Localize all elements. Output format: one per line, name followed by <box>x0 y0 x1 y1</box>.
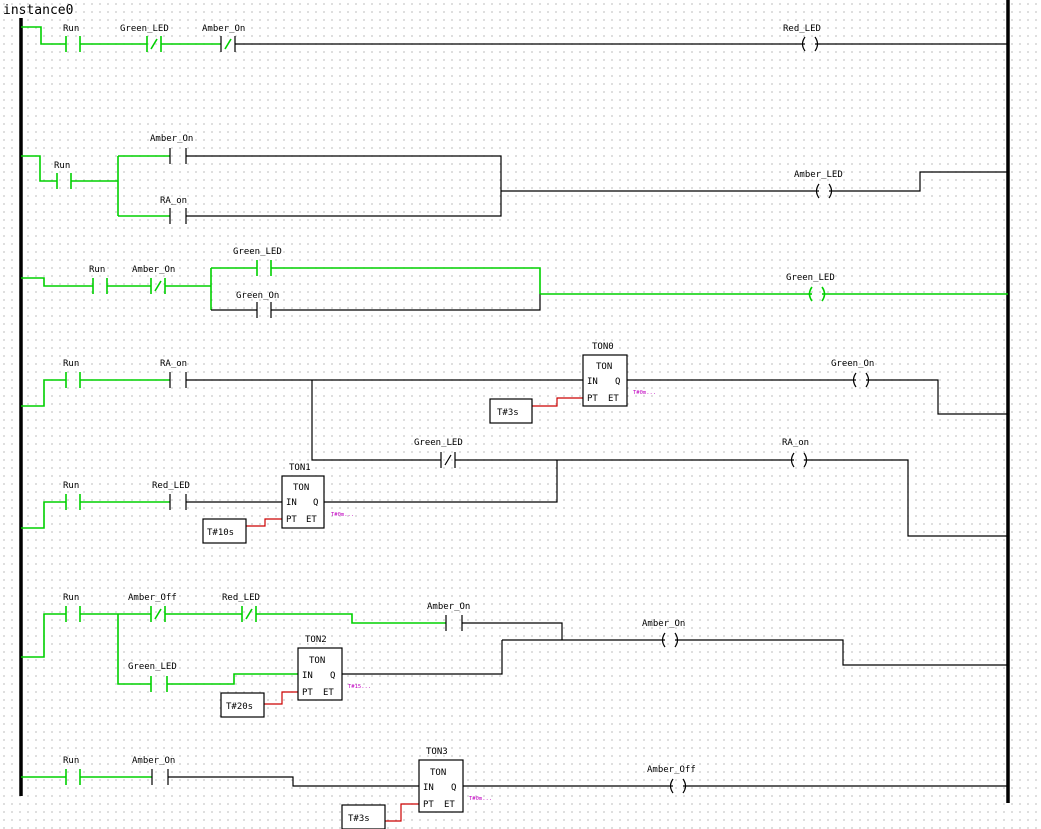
timer-pt-pin: PT <box>423 800 434 810</box>
timer-in-pin: IN <box>423 783 434 793</box>
rung-4: Run RA_on Green_On <box>21 359 1008 461</box>
contact-label: Green_On <box>236 291 279 301</box>
timer-et-pin: ET <box>444 800 455 810</box>
contact-label: Amber_On <box>132 756 175 766</box>
contact-label: Green_LED <box>233 247 282 257</box>
timer-preset: T#3s <box>497 408 519 418</box>
rung-6: Run Amber_Off Red_LED Amber_On Amber_On … <box>21 593 1008 705</box>
timer-et-pin: ET <box>323 688 334 698</box>
contact-label: RA_on <box>160 359 187 369</box>
coil-label: RA_on <box>782 438 809 448</box>
contact-label: Green_LED <box>120 24 169 34</box>
contact-label: Red_LED <box>222 593 260 603</box>
coil-label: Amber_Off <box>647 765 696 775</box>
contact-label: RA_on <box>160 196 187 206</box>
contact-label: Amber_On <box>150 134 193 144</box>
instance-title: instance0 <box>3 3 73 18</box>
timer-preset: T#20s <box>226 702 253 712</box>
timer-type: TON <box>430 768 446 778</box>
timer-ton2: TON2 TON IN Q PT ET T#15... T#20s <box>220 635 371 718</box>
timer-in-pin: IN <box>587 377 598 387</box>
timer-ton0: TON0 TON IN Q PT ET T#0m... T#3s <box>489 342 656 424</box>
contact-label: Amber_On <box>132 265 175 275</box>
coil-label: Green_LED <box>786 273 835 283</box>
contact-label: Run <box>63 359 79 369</box>
timer-pt-pin: PT <box>286 515 297 525</box>
coil-label: Amber_On <box>642 619 685 629</box>
timer-instance: TON3 <box>426 747 448 757</box>
contact-label: Green_LED <box>128 662 177 672</box>
contact-label: Red_LED <box>152 481 190 491</box>
rung-2: Amber_On Run RA_on Amber_LED <box>21 134 1008 224</box>
contact-label: Run <box>63 756 79 766</box>
timer-q-pin: Q <box>451 783 456 793</box>
rung-3: Green_LED Run Amber_On Green_On Green_LE… <box>21 247 1008 318</box>
timer-instance: TON1 <box>289 463 311 473</box>
timer-q-pin: Q <box>615 377 620 387</box>
coil-label: Green_On <box>831 359 874 369</box>
contact-label: Run <box>54 161 70 171</box>
coil-label: Amber_LED <box>794 170 843 180</box>
timer-ton1: TON1 TON IN Q PT ET T#0m... T#10s <box>202 463 354 544</box>
timer-preset: T#10s <box>207 528 234 538</box>
timer-instance: TON2 <box>305 635 327 645</box>
timer-q-pin: Q <box>313 498 318 508</box>
rung-5: Green_LED RA_on Run Red_LED <box>21 438 1008 537</box>
timer-in-pin: IN <box>286 498 297 508</box>
timer-elapsed: T#0m... <box>633 390 656 396</box>
contact-label: Run <box>63 481 79 491</box>
contact-label: Amber_On <box>202 24 245 34</box>
timer-type: TON <box>293 483 309 493</box>
contact-label: Green_LED <box>414 438 463 448</box>
timer-type: TON <box>596 362 612 372</box>
coil-label: Red_LED <box>783 24 821 34</box>
timer-type: TON <box>309 656 325 666</box>
contact-label: Run <box>89 265 105 275</box>
timer-instance: TON0 <box>592 342 614 352</box>
timer-elapsed: T#0m... <box>469 796 492 802</box>
timer-pt-pin: PT <box>302 688 313 698</box>
timer-q-pin: Q <box>330 671 335 681</box>
timer-elapsed: T#0m... <box>331 512 354 518</box>
contact-label: Amber_Off <box>128 593 177 603</box>
rung-1: Run Green_LED Amber_On Red_LED <box>21 24 1008 52</box>
rung-7: Run Amber_On Amber_Off <box>21 756 1008 822</box>
timer-pt-pin: PT <box>587 394 598 404</box>
contact-label: Amber_On <box>427 602 470 612</box>
timer-ton3: TON3 TON IN Q PT ET T#0m... T#3s <box>341 747 492 829</box>
timer-et-pin: ET <box>608 394 619 404</box>
contact-label: Run <box>63 593 79 603</box>
timer-et-pin: ET <box>306 515 317 525</box>
timer-in-pin: IN <box>302 671 313 681</box>
timer-elapsed: T#15... <box>348 684 371 690</box>
timer-preset: T#3s <box>348 814 370 824</box>
contact-label: Run <box>63 24 79 34</box>
